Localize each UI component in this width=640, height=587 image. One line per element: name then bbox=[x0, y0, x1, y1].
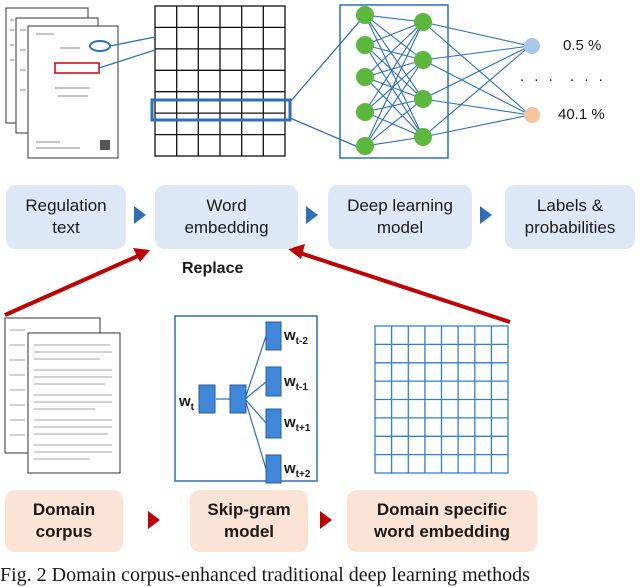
skipgram-frame bbox=[174, 315, 318, 482]
word-context-label-4: wt+2 bbox=[284, 460, 311, 480]
word-context-label-3: wt+1 bbox=[284, 414, 311, 434]
arrow-right-icon bbox=[480, 206, 492, 224]
output-node-top bbox=[524, 38, 540, 54]
deep-learning-model-box: Deep learning model bbox=[328, 185, 472, 249]
box-line: probabilities bbox=[524, 218, 616, 237]
grid-to-network-lines bbox=[289, 14, 366, 151]
skipgram-model-box: Skip-gram model bbox=[190, 490, 308, 552]
network-edges bbox=[364, 14, 531, 147]
box-line: Regulation bbox=[25, 196, 107, 215]
box-line: text bbox=[52, 218, 80, 237]
box-line: embedding bbox=[184, 218, 269, 237]
box-line: Domain specific bbox=[376, 500, 508, 519]
probability-bottom: 40.1 % bbox=[558, 106, 605, 123]
box-line: model bbox=[223, 522, 275, 541]
ellipsis-right: . . . bbox=[570, 68, 606, 85]
embedding-grid bbox=[154, 5, 286, 157]
figure-caption: Fig. 2 Domain corpus-enhanced traditiona… bbox=[0, 564, 530, 586]
box-line: Skip-gram bbox=[207, 500, 291, 519]
arrow-right-icon bbox=[134, 206, 146, 224]
doc-to-grid-lines bbox=[98, 36, 156, 69]
replace-arrows bbox=[4, 244, 511, 324]
word-input-label: wt bbox=[179, 393, 195, 413]
labels-probabilities-box: Labels & probabilities bbox=[505, 185, 635, 249]
domain-embedding-grid bbox=[374, 325, 509, 474]
arrow-right-icon bbox=[306, 206, 318, 224]
selected-row-highlight bbox=[150, 98, 292, 122]
box-line: Labels & bbox=[536, 196, 604, 215]
box-line: word embedding bbox=[374, 522, 510, 541]
ellipsis-left: . . . bbox=[520, 68, 556, 85]
word-embedding-box: Word embedding bbox=[155, 185, 298, 249]
replace-label: Replace bbox=[182, 260, 244, 277]
box-line: Domain bbox=[32, 500, 96, 519]
regulation-document-icon bbox=[5, 7, 119, 159]
skipgram-nodes bbox=[198, 321, 282, 484]
regulation-text-box: Regulation text bbox=[6, 185, 126, 249]
output-node-bottom bbox=[524, 107, 540, 123]
domain-corpus-box: Domain corpus bbox=[5, 490, 123, 552]
corpus-document-icon bbox=[4, 317, 121, 474]
box-line: Word bbox=[206, 196, 247, 215]
word-context-label-1: wt-2 bbox=[284, 327, 308, 347]
arrow-right-icon bbox=[320, 511, 332, 529]
skipgram-edges bbox=[216, 335, 267, 470]
arrow-right-icon bbox=[148, 511, 160, 529]
word-context-label-2: wt-1 bbox=[284, 373, 308, 393]
domain-specific-embedding-box: Domain specific word embedding bbox=[347, 490, 537, 552]
network-frame bbox=[339, 4, 449, 159]
probability-top: 0.5 % bbox=[563, 37, 602, 54]
box-line: model bbox=[376, 218, 424, 237]
box-line: corpus bbox=[35, 522, 93, 541]
network-nodes bbox=[356, 6, 432, 155]
box-line: Deep learning bbox=[347, 196, 453, 215]
